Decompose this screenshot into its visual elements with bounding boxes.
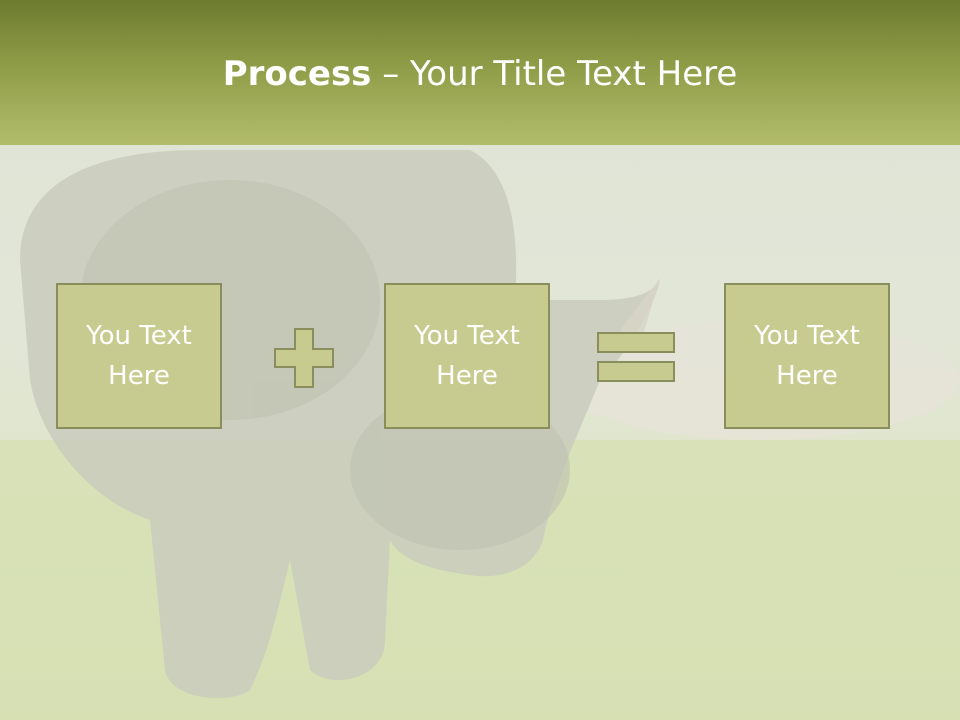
equals-icon: [597, 332, 675, 382]
title-rest: – Your Title Text Here: [371, 54, 738, 94]
slide-title[interactable]: Process – Your Title Text Here: [0, 52, 960, 96]
process-box-1[interactable]: You Text Here: [56, 283, 222, 429]
plus-icon: [274, 328, 334, 388]
process-box-2[interactable]: You Text Here: [384, 283, 550, 429]
process-box-3[interactable]: You Text Here: [724, 283, 890, 429]
title-bar: [0, 0, 960, 145]
title-bold: Process: [222, 54, 372, 94]
